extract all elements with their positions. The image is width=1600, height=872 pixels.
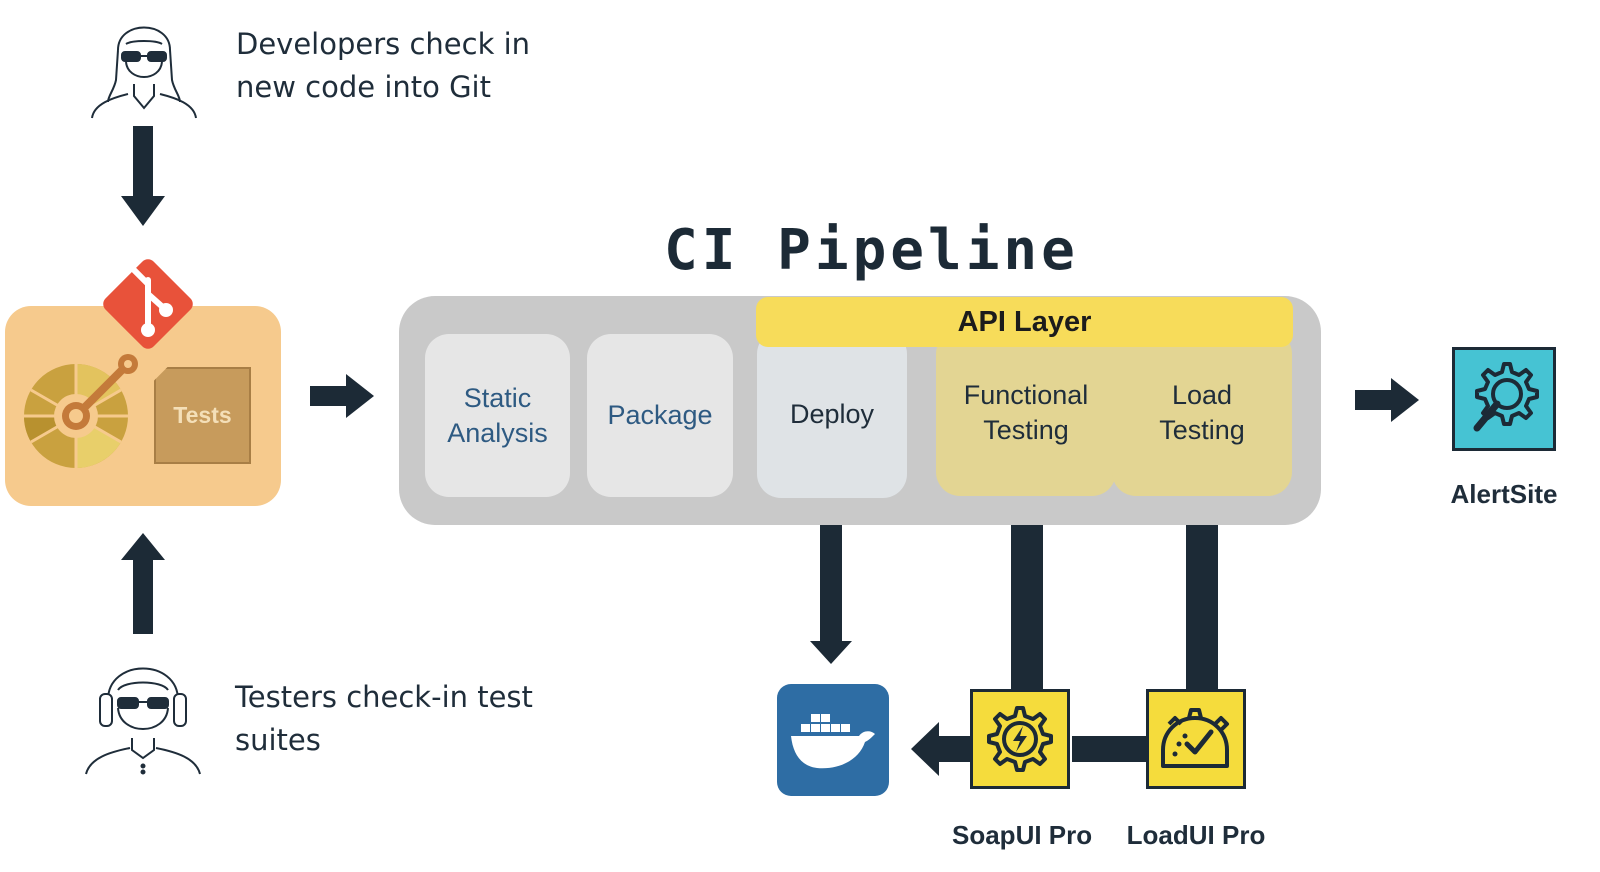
developer-to-repo-arrow	[121, 126, 165, 226]
magnifier-gear-icon	[1473, 362, 1539, 432]
tests-file-icon: Tests	[154, 367, 251, 464]
api-layer-banner: API Layer	[756, 297, 1293, 347]
developers-caption: Developers check in new code into Git	[236, 27, 531, 104]
deploy-to-docker-arrow	[810, 497, 852, 664]
loadui-pro-label: LoadUI Pro	[1126, 820, 1266, 850]
testers-caption: Testers check-in test suites	[235, 680, 533, 757]
pipeline-to-alertsite-arrow	[1355, 378, 1419, 422]
tester-to-repo-arrow	[121, 533, 165, 634]
alertsite-box	[1452, 347, 1556, 451]
soapui-pro-box	[970, 689, 1070, 789]
test-coverage-wheel-icon	[24, 354, 138, 468]
stage-static-analysis: Static Analysis	[425, 334, 570, 497]
load-to-loadui-bar	[1186, 497, 1218, 692]
pipeline-title: CI Pipeline	[664, 218, 1079, 283]
git-logo-icon	[103, 259, 193, 349]
tester-icon	[85, 667, 201, 775]
soapui-to-docker-arrow	[911, 722, 972, 776]
soapui-pro-label: SoapUI Pro	[952, 820, 1093, 850]
repo-to-pipeline-arrow	[310, 374, 374, 418]
stage-functional-testing: Functional Testing	[936, 330, 1116, 496]
loadui-pro-box	[1146, 689, 1246, 789]
docker-whale-icon	[791, 714, 875, 769]
loadui-gear-gauge-icon	[1161, 708, 1229, 768]
developer-icon	[91, 26, 197, 119]
stage-load-testing: Load Testing	[1112, 330, 1292, 496]
alertsite-label: AlertSite	[1450, 479, 1558, 509]
loadui-to-soapui-bar	[1072, 736, 1148, 762]
docker-box	[777, 684, 889, 796]
stage-deploy: Deploy	[757, 330, 907, 498]
soapui-gear-bolt-icon	[987, 706, 1053, 772]
stage-package: Package	[587, 334, 733, 497]
functional-to-soapui-bar	[1011, 497, 1043, 692]
